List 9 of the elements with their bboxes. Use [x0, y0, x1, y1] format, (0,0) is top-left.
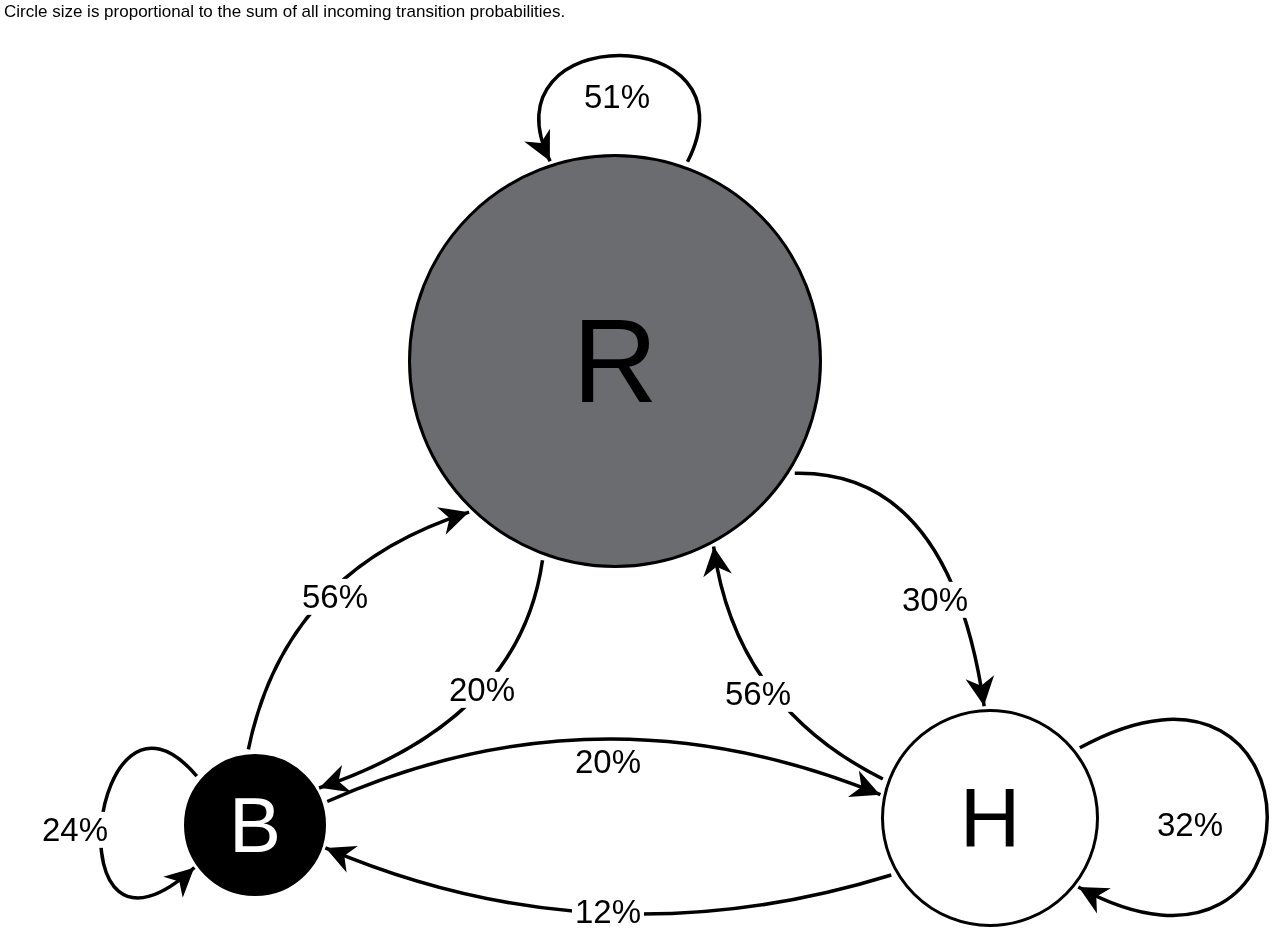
- state-label: B: [229, 786, 281, 864]
- state-label: R: [572, 302, 658, 420]
- arrow: [794, 471, 994, 707]
- arrow: [326, 737, 882, 804]
- arrow: [1077, 718, 1269, 917]
- arrow: [99, 746, 198, 900]
- arrow: [527, 53, 701, 163]
- state-label: H: [959, 776, 1021, 860]
- caption: Circle size is proportional to the sum of all incoming transition probabilities.: [4, 2, 566, 22]
